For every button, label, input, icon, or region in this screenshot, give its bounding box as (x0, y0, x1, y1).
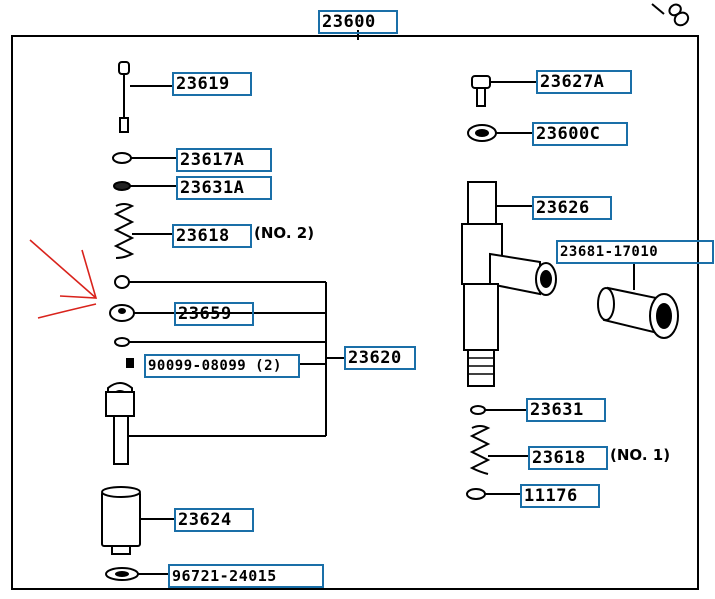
pin-90099 (126, 358, 134, 368)
label-23631A: 23631A (176, 176, 272, 200)
diagram-frame (11, 35, 699, 590)
label-23618-left: 23618 (172, 224, 252, 248)
label-23659: 23659 (174, 302, 254, 326)
label-96721: 96721-24015 (168, 564, 324, 588)
label-23619: 23619 (172, 72, 252, 96)
pin-23619 (118, 61, 130, 133)
spring-23618-left (113, 203, 135, 259)
retaining-nut-23624 (101, 486, 141, 555)
corner-stroke (651, 3, 665, 15)
bracket-23620 (128, 281, 344, 437)
washer-23631A (113, 181, 131, 191)
label-23626: 23626 (532, 196, 612, 220)
label-23681: 23681-17010 (556, 240, 714, 264)
ring-11176 (466, 488, 486, 500)
bolt-23627A (471, 75, 491, 107)
small-ring (114, 337, 130, 347)
label-23620: 23620 (344, 346, 416, 370)
note-no1: (NO. 1) (610, 446, 671, 464)
clamp-23600C (467, 124, 497, 142)
nozzle (105, 382, 135, 465)
note-no2: (NO. 2) (254, 224, 315, 242)
spring-23618-right (469, 425, 491, 475)
label-23618-right: 23618 (528, 446, 608, 470)
annotation-arrow (29, 239, 98, 319)
corner-mark (668, 3, 690, 27)
seat-part (114, 275, 130, 289)
label-23627A: 23627A (536, 70, 632, 94)
injector-body-23626 (461, 181, 557, 387)
label-11176: 11176 (520, 484, 600, 508)
thread-lines (468, 357, 494, 375)
label-90099: 90099-08099 (2) (144, 354, 300, 378)
label-23617A: 23617A (176, 148, 272, 172)
ring-23617A (112, 152, 132, 164)
label-23631: 23631 (526, 398, 606, 422)
label-23624: 23624 (174, 508, 254, 532)
label-23600C: 23600C (532, 122, 628, 146)
fitting-23681 (597, 286, 679, 339)
label-23600: 23600 (318, 10, 398, 34)
washer-23631 (470, 405, 486, 415)
